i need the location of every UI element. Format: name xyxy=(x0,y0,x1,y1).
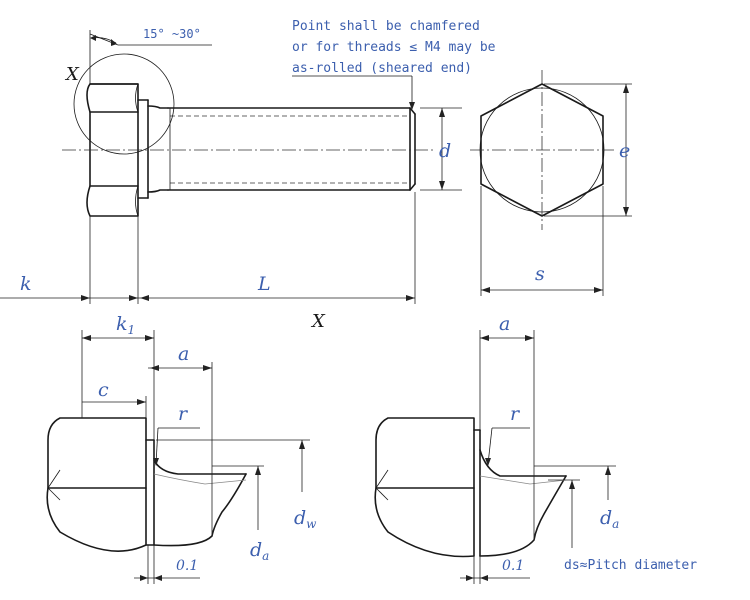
pitch-diameter-note: ds≈Pitch diameter xyxy=(564,558,697,573)
angle-annotation: 15° ~30° xyxy=(89,27,212,84)
tol-left-label: 0.1 xyxy=(176,558,198,574)
detail-right: a r da ds≈Pitch diameter 0.1 xyxy=(374,313,697,584)
tol-right-label: 0.1 xyxy=(502,558,524,574)
s-label: s xyxy=(535,263,545,285)
chamfer-note: Point shall be chamfered or for threads … xyxy=(292,19,496,110)
d-label: d xyxy=(439,140,451,162)
detail-right-head xyxy=(374,417,475,558)
d-dimension: d xyxy=(420,107,462,191)
r-right-label: r xyxy=(510,403,521,425)
angle-label: 15° ~30° xyxy=(143,27,201,41)
detail-left-head xyxy=(46,417,147,552)
e-label: e xyxy=(619,140,630,162)
note-line-2: or for threads ≤ M4 may be xyxy=(292,40,496,55)
e-dimension: e xyxy=(544,83,632,217)
da-left-label: da xyxy=(250,539,269,563)
da-right-label: da xyxy=(600,507,619,531)
note-line-3: as-rolled (sheared end) xyxy=(292,61,472,76)
s-dimension: s xyxy=(480,186,604,296)
bolt-side-view xyxy=(62,53,436,217)
note-line-1: Point shall be chamfered xyxy=(292,19,480,34)
L-label: L xyxy=(257,273,271,295)
a-left-label: a xyxy=(178,343,189,365)
detail-left: k1 c a r dw da 0.1 xyxy=(46,313,317,584)
k-l-dimensions: k L xyxy=(0,192,416,304)
bolt-end-view xyxy=(470,70,614,230)
dw-label: dw xyxy=(294,507,317,531)
a-right-label: a xyxy=(499,313,510,335)
section-marker-label: X xyxy=(310,311,326,332)
detail-marker-label: X xyxy=(64,64,80,85)
k1-label: k1 xyxy=(116,313,135,337)
k-label: k xyxy=(20,273,32,295)
detail-circle-x xyxy=(73,53,175,155)
c-label: c xyxy=(98,379,109,401)
r-left-label: r xyxy=(178,403,189,425)
